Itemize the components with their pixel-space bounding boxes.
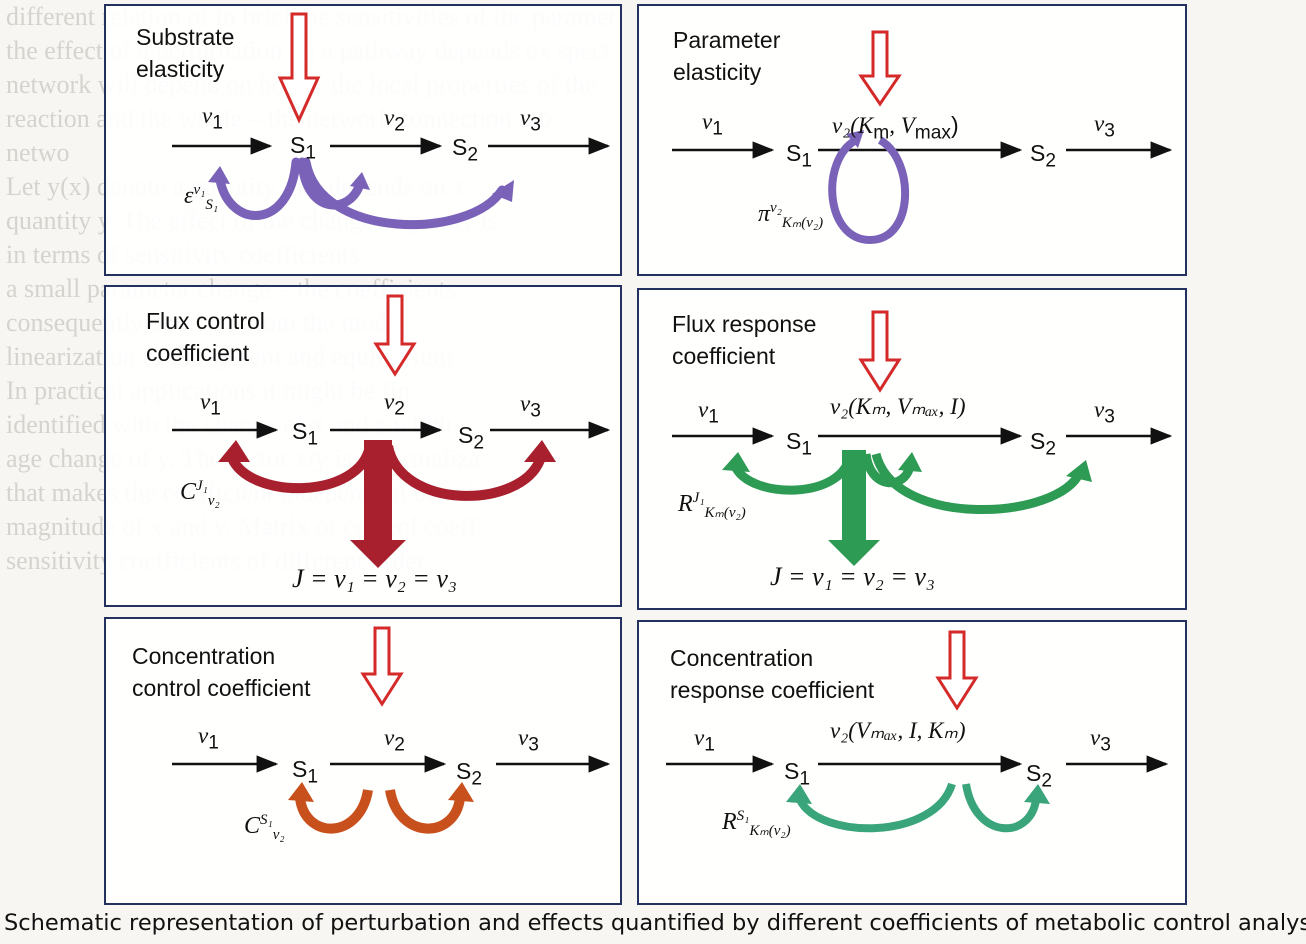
coefficient-symbol: CS₁v₂	[244, 812, 285, 843]
perturbation-arrow-parameter	[858, 30, 902, 107]
label-v1: v1	[698, 397, 719, 428]
panel-title: Substrate elasticity	[136, 24, 235, 82]
label-v2: v2	[384, 389, 405, 420]
panel-parameter-elasticity	[637, 4, 1187, 276]
label-s2: S2	[456, 758, 482, 790]
label-v2: v2	[384, 105, 405, 136]
panel-title: Concentration response coefficient	[670, 645, 875, 703]
panel-concentration-response-coefficient	[637, 620, 1187, 905]
label-v3: v3	[1090, 725, 1111, 756]
flux-equation: J = v₁ = v₂ = v₃	[770, 562, 935, 591]
label-s1: S1	[290, 132, 316, 164]
elasticity-arrows	[215, 157, 507, 229]
label-v1: v1	[200, 389, 221, 420]
label-s1: S1	[292, 756, 318, 788]
label-s2: S2	[1026, 760, 1052, 792]
label-v3: v3	[518, 725, 539, 756]
label-s2: S2	[452, 134, 478, 166]
label-v1: v1	[198, 723, 219, 754]
label-v3: v3	[520, 391, 541, 422]
label-v3: v3	[1094, 397, 1115, 428]
panel-flux-control-coefficient	[104, 285, 622, 607]
flux-equation: J = v₁ = v₂ = v₃	[292, 564, 457, 593]
effect-arrow-v1	[215, 157, 301, 220]
label-v3: v3	[520, 105, 541, 136]
label-s2: S2	[1030, 140, 1056, 172]
panel-title: Flux response coefficient	[672, 311, 817, 369]
coefficient-symbol: εv₁S₁	[184, 182, 219, 213]
label-v2: v2	[384, 725, 405, 756]
panel-flux-response-coefficient	[637, 288, 1187, 610]
label-v3: v3	[1094, 111, 1115, 142]
panel-substrate-elasticity	[104, 4, 622, 276]
figure-caption: Schematic representation of perturbation…	[4, 910, 1306, 936]
label-v1: v1	[694, 725, 715, 756]
parameter-loop-arrow	[828, 136, 910, 245]
label-s1: S1	[784, 758, 810, 790]
label-v2-params: v₂(Vₘₐₓ, I, Kₘ)	[830, 718, 966, 743]
label-s1: S1	[786, 140, 812, 172]
label-v1: v1	[702, 109, 723, 140]
perturbation-arrow-conc-response	[935, 630, 979, 711]
perturbation-arrow-flux-control	[373, 294, 417, 377]
label-s2: S2	[458, 422, 484, 454]
coefficient-symbol: πv₂Kₘ(v₂)	[758, 200, 824, 231]
flux-control-arrows	[227, 444, 545, 501]
pathway-arrows	[172, 137, 1173, 773]
coefficient-symbol: CJ₁v₂	[180, 478, 220, 509]
effect-arrow-v3	[301, 157, 507, 229]
conc-control-arrows	[295, 788, 465, 834]
label-s1: S1	[292, 418, 318, 450]
coefficient-symbol: RS₁Kₘ(v₂)	[722, 808, 791, 839]
coefficient-symbol: RJ₁Kₘ(v₂)	[678, 490, 746, 521]
perturbation-arrow-flux-response	[858, 310, 902, 393]
label-v2-params: v₂(Km, Vmax)	[832, 112, 959, 144]
conc-response-arrows	[796, 782, 1040, 833]
label-s1: S1	[786, 428, 812, 460]
panel-title: Flux control coefficient	[146, 308, 265, 366]
label-v2-params: v₂(Kₘ, Vₘₐₓ, I)	[830, 394, 966, 419]
perturbation-arrow-conc-control	[360, 626, 404, 707]
label-s2: S2	[1030, 428, 1056, 460]
perturbation-arrow-substrate	[277, 12, 321, 124]
panel-concentration-control-coefficient	[104, 617, 622, 905]
panel-title: Parameter elasticity	[673, 27, 781, 85]
panel-title: Concentration control coefficient	[132, 643, 311, 701]
label-v1: v1	[202, 103, 223, 134]
perturbation-arrows	[277, 12, 979, 711]
